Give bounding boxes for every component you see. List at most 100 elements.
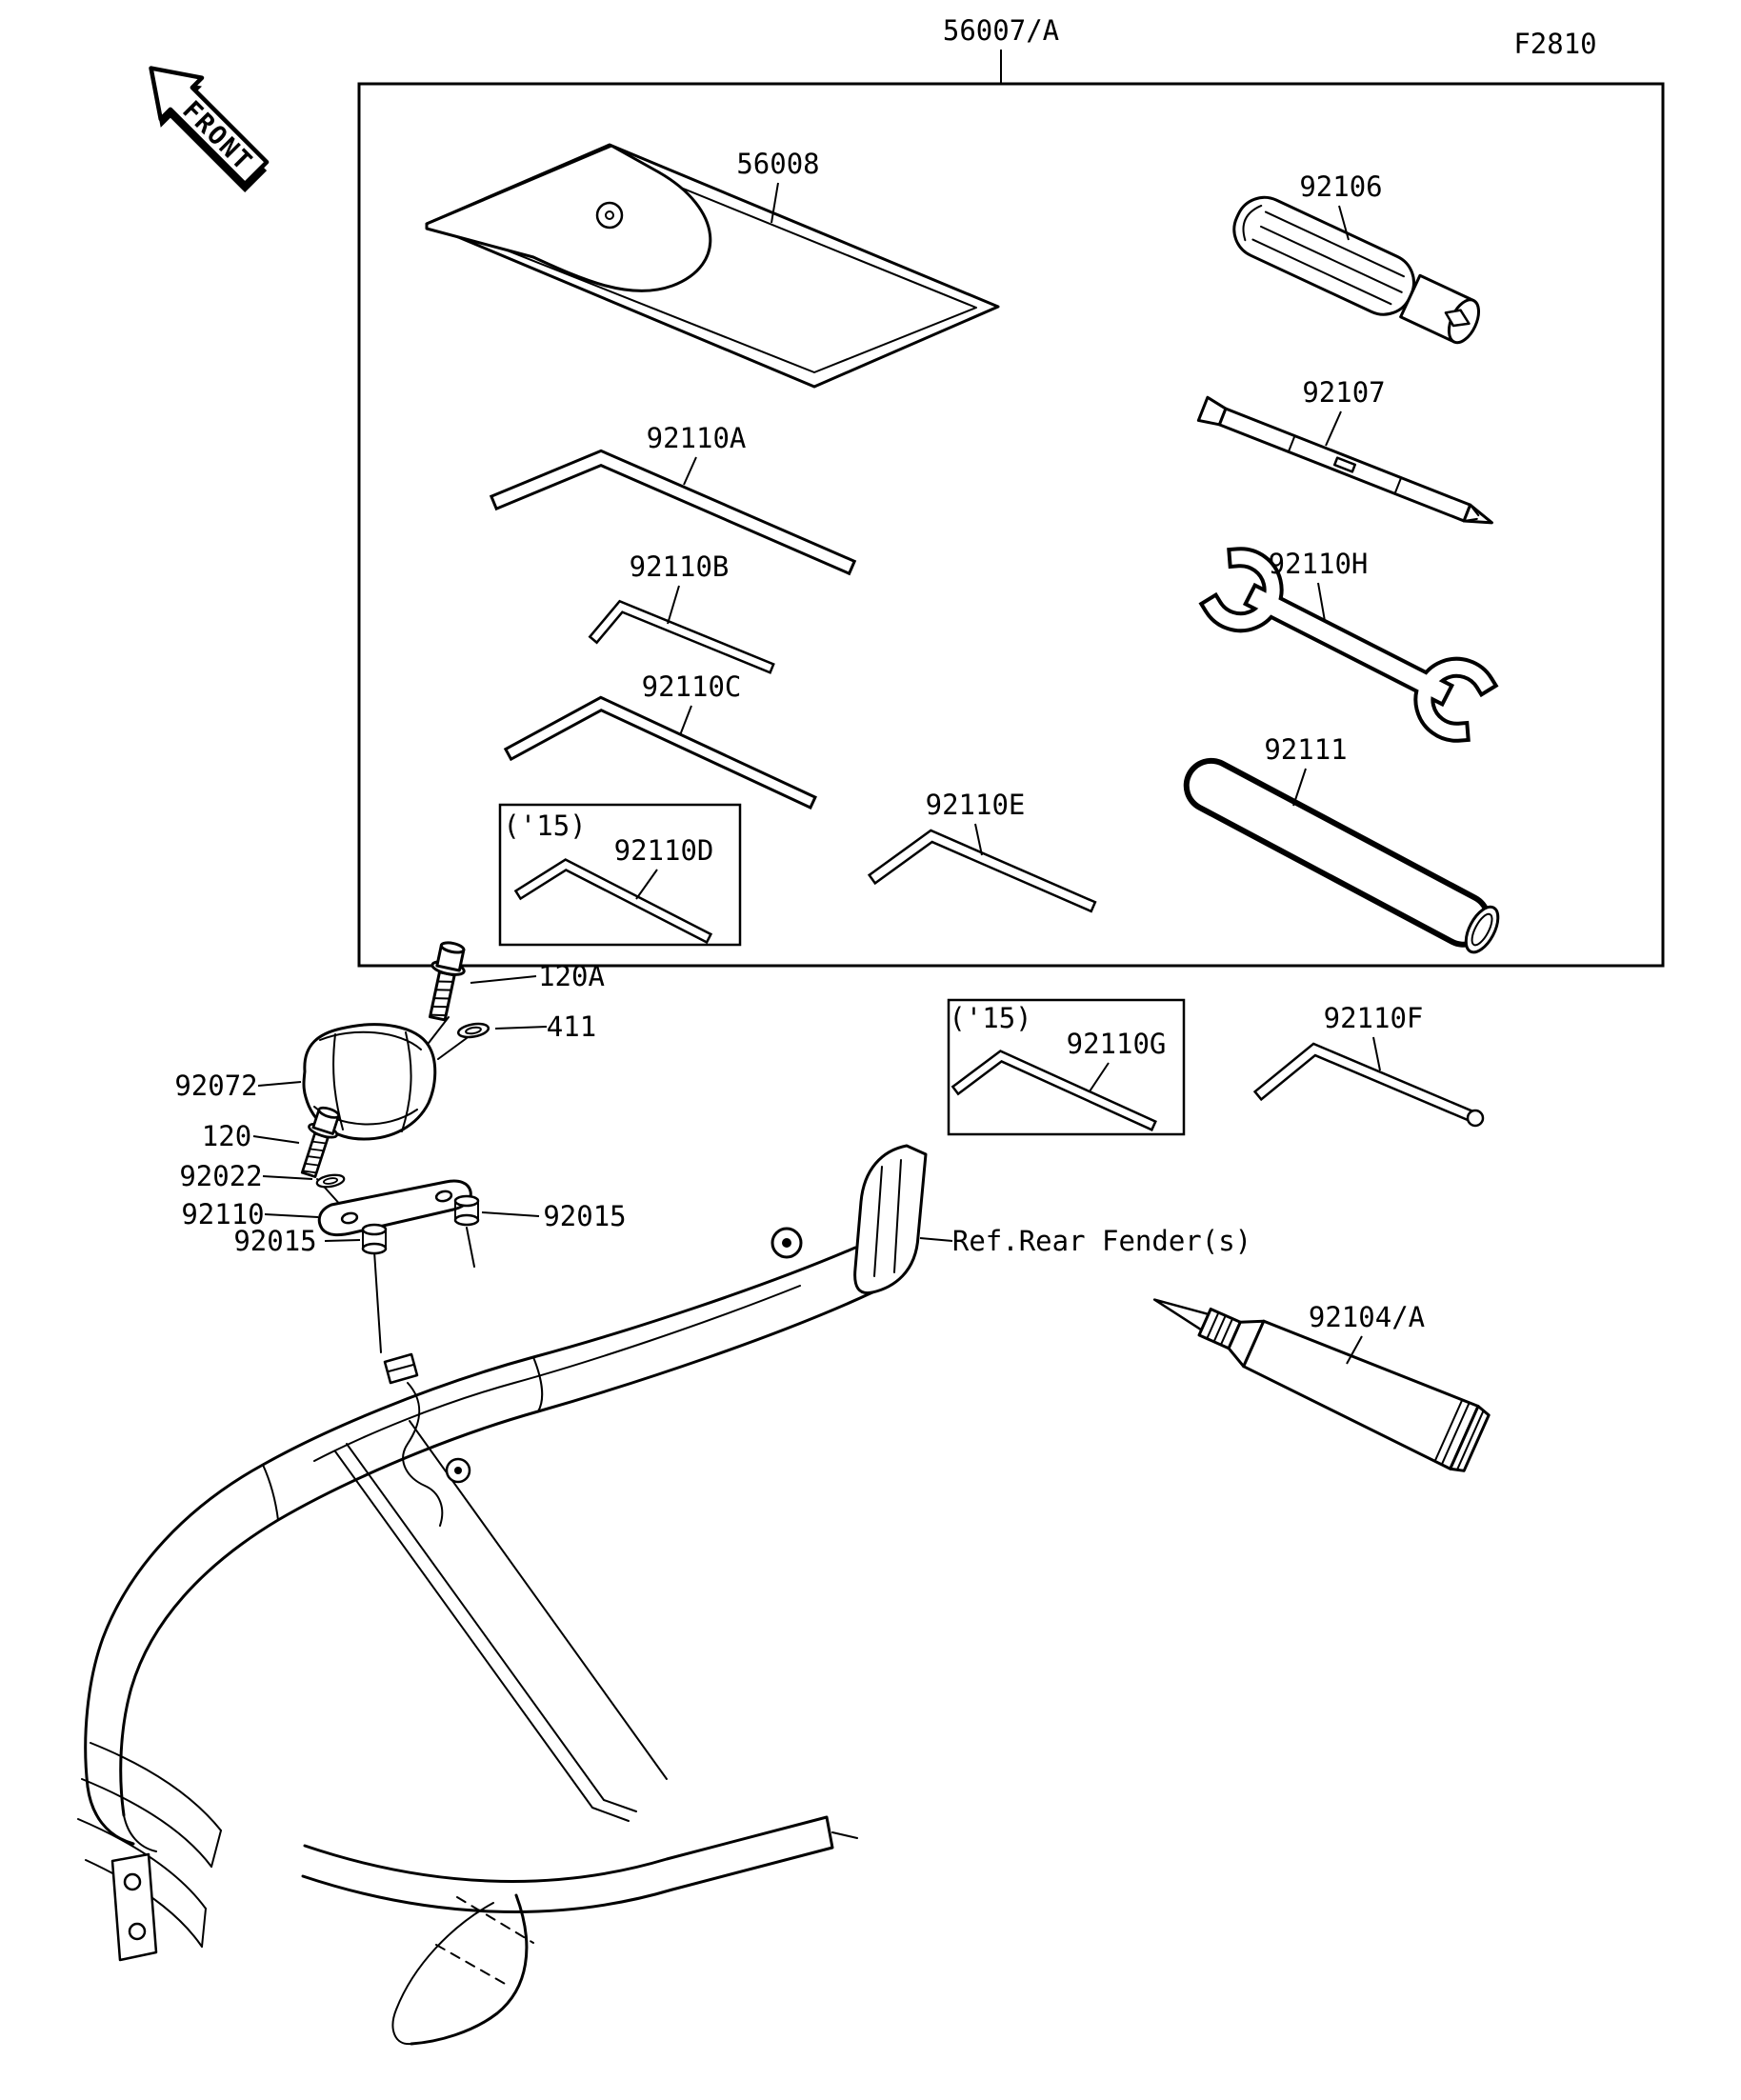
front-arrow-text: FRONT [176,95,258,177]
hex-wrench-c-fill [507,698,813,806]
grease-tube-crimp-lines [1434,1400,1471,1466]
hex-wrench-f-ball-end [1466,1109,1485,1128]
leader-hex-a [683,456,697,486]
fender-bottom-edge [119,1290,874,1817]
part-label-hex-a: 92110A [647,422,747,454]
part-label-tool-bracket: 92110 [181,1198,264,1230]
hex-wrench-c-outline [503,695,817,810]
fender-step-bands [77,1742,222,1948]
flange-bolt-shank [429,970,456,1022]
part-label-hex-c: 92110C [642,670,742,703]
part-label-damper-a: 92015 [543,1200,626,1232]
tool-band-side-lines [332,1031,412,1132]
part-label-lever-tool: 92111 [1264,733,1347,766]
leader-driver-bit [1325,410,1342,447]
hex-wrench-e-drawing [867,829,1097,913]
fender-struts [334,1420,668,1822]
leader-hex-d [635,869,658,900]
damper-a-sides [454,1200,479,1221]
leader-damper-b [324,1239,361,1242]
damper-a-bottom [453,1213,480,1227]
leader-hex-b [667,585,680,625]
fender-reference-label: Ref.Rear Fender(s) [952,1225,1251,1257]
lever-body-fill [1189,763,1486,942]
driver-bit-slot [1332,456,1357,473]
hex-wrench-d-fill [517,860,710,941]
part-label-driver-bit: 92107 [1302,376,1385,409]
damper-b-drawing [361,1223,388,1255]
leader-fender-reference [919,1237,953,1242]
hex-wrench-a-fill [492,452,853,572]
part-label-flange-bolt: 120A [538,960,605,992]
hex-wrench-a-drawing [489,449,857,576]
leader-hex-g [1089,1062,1110,1092]
driver-bit-flat-tip [1196,395,1228,427]
front-arrow-shape [149,66,270,187]
washer-outer [315,1173,346,1189]
leader-grease-tube [1346,1335,1363,1365]
sheet-code-label: F2810 [1513,28,1596,60]
hex-wrench-g-fill [954,1051,1154,1129]
fender-side-bracket-hole-2 [128,1922,147,1941]
tool-bracket-hole-2 [434,1190,453,1203]
hex-wrench-b-fill [591,602,772,671]
driver-grip-ribs [1251,210,1405,306]
fender-grommet-1-center [782,1238,791,1248]
front-arrow: FRONT [149,66,270,193]
leader-lever-tool [1292,768,1307,807]
washer-small-inner [465,1026,482,1035]
part-label-driver-grip: 92106 [1299,170,1382,203]
tool-bracket-drawing [317,1179,472,1237]
wrench-head2-fill [1417,660,1493,739]
tool-kit-frame [357,82,1665,968]
leader-damper-a [481,1211,540,1217]
part-label-open-end-wrench: 92110H [1269,548,1369,580]
flange-bolt-threads [429,980,454,1017]
fender-bracket-arm [301,1815,834,1913]
fender-fin [853,1144,928,1295]
fender-wiring [402,1382,444,1527]
fender-arm-hook [831,1831,858,1839]
leader-tool-band [257,1081,302,1087]
part-label-washer: 92022 [179,1160,262,1192]
tool-bag-drawing [425,143,1000,389]
tool-band-drawing [302,1023,437,1141]
bolt-shank [300,1131,330,1178]
tool-band-body [302,1023,437,1141]
fender-inner-rib [313,1285,801,1462]
grease-tube-tail-line [1455,1410,1485,1471]
tool-bracket-body [317,1179,472,1237]
hex-wrench-b-drawing [588,599,775,674]
part-label-damper-b: 92015 [233,1225,316,1257]
fender-step-ties [201,1830,222,1948]
part-label-hex-b: 92110B [630,550,730,583]
leader-hex-c [679,705,692,736]
hex-wrench-g-drawing [951,1050,1157,1131]
part-label-hex-g: 92110G [1067,1028,1167,1060]
leader-bolt [252,1135,300,1144]
leader-hex-f [1372,1036,1381,1071]
driver-bit-drawing [1196,395,1493,525]
part-label-bolt: 120 [202,1120,251,1152]
fender-left-curl-inner [123,1814,157,1852]
driver-bit-phillips-tip [1462,503,1493,525]
part-label-tool-bag: 56008 [736,148,819,180]
hex-wrench-c-drawing [503,695,817,810]
leader-tool-bag [770,182,779,224]
driver-grip-drawing [1232,195,1481,345]
lever-open-end [1464,905,1500,954]
year-box-g [947,998,1186,1136]
driver-bit-phillips-notches [1463,504,1480,522]
bolt-head-top [317,1106,340,1119]
lever-tool-drawing [1183,757,1500,954]
leader-flange-bolt [470,975,537,984]
driver-grip-socket-hole [1444,309,1471,328]
part-label-tool-band: 92072 [174,1070,257,1102]
flange-bolt-head-top [439,941,466,954]
damper-b-sides [362,1229,387,1250]
part-label-grease-tube: 92104/A [1309,1301,1425,1333]
fender-mudflap-outer [410,1893,529,2046]
year-note-d: ('15) [503,810,586,842]
tool-band-top-curve [319,1030,422,1050]
